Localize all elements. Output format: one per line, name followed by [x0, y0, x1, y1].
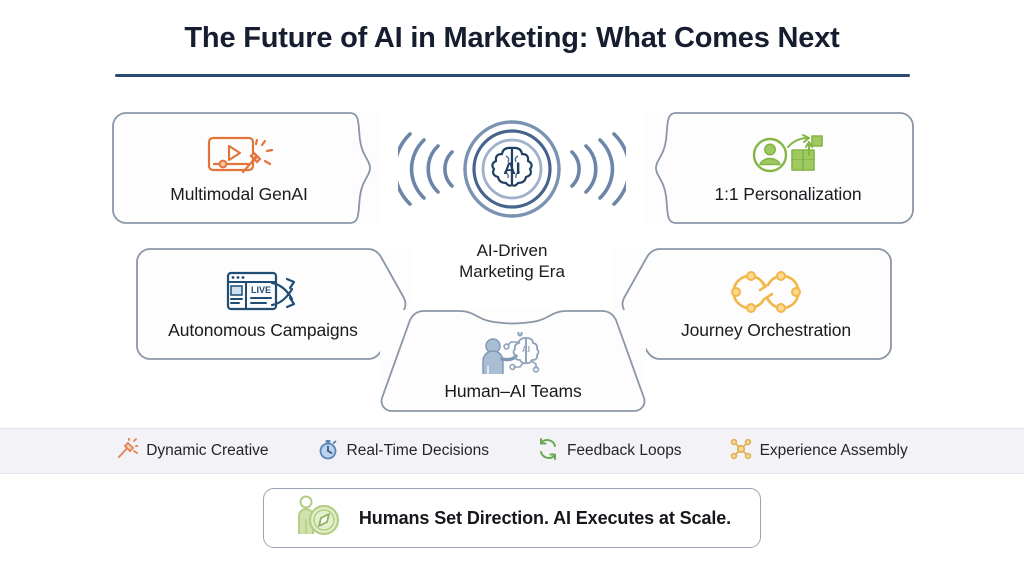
hub-label-line2: Marketing Era	[459, 262, 565, 281]
live-browser-shuffle-icon: LIVE	[224, 267, 302, 320]
infinity-cycle-nodes-icon	[720, 267, 812, 320]
card-label: Human–AI Teams	[444, 381, 582, 401]
strip-item-experience-assembly[interactable]: Experience Assembly	[730, 438, 908, 465]
card-label: Autonomous Campaigns	[168, 320, 358, 340]
card-human-ai-teams[interactable]: AI Human–AI Teams	[380, 310, 646, 412]
node-network-icon	[730, 438, 752, 465]
card-multimodal-genai[interactable]: Multimodal GenAI	[112, 112, 380, 224]
card-personalization[interactable]: 1:1 Personalization	[646, 112, 914, 224]
card-shape	[380, 310, 646, 412]
card-label: Journey Orchestration	[680, 320, 852, 340]
stopwatch-icon	[317, 438, 339, 465]
svg-text:AI: AI	[522, 345, 530, 354]
strip-label: Experience Assembly	[759, 442, 908, 459]
capabilities-strip: Dynamic Creative Real-Time Decisions	[0, 428, 1024, 474]
strip-item-dynamic-creative[interactable]: Dynamic Creative	[116, 436, 269, 465]
strip-item-feedback-loops[interactable]: Feedback Loops	[537, 437, 682, 465]
ai-brain-waves-icon: AI	[398, 120, 626, 218]
card-shape	[621, 248, 892, 360]
svg-text:LIVE: LIVE	[251, 285, 271, 295]
center-hub-ai-driven-marketing-era: AI AI-Driven Marketing Era	[398, 104, 626, 290]
card-shape	[136, 248, 407, 360]
magic-wand-icon	[116, 436, 140, 465]
refresh-cycle-icon	[537, 437, 559, 465]
hub-label-line1: AI-Driven	[476, 241, 548, 260]
video-magic-pen-icon	[203, 131, 275, 184]
person-growth-steps-icon	[750, 131, 826, 184]
card-shape	[112, 112, 371, 224]
card-autonomous-campaigns[interactable]: LIVE Autonomous Campaigns	[136, 248, 414, 360]
strip-item-real-time-decisions[interactable]: Real-Time Decisions	[317, 438, 489, 465]
card-label: Multimodal GenAI	[170, 184, 308, 204]
hub-label: AI-Driven Marketing Era	[398, 240, 626, 282]
footer-text: Humans Set Direction. AI Executes at Sca…	[358, 507, 732, 528]
page-title: The Future of AI in Marketing: What Come…	[184, 22, 840, 54]
footer-banner[interactable]: Humans Set Direction. AI Executes at Sca…	[263, 488, 761, 548]
hub-brain-text: AI	[504, 159, 521, 178]
person-compass-icon	[293, 494, 343, 543]
card-journey-orchestration[interactable]: Journey Orchestration	[614, 248, 892, 360]
strip-label: Dynamic Creative	[146, 442, 269, 459]
card-shape	[655, 112, 914, 224]
person-brain-circuit-icon: AI	[476, 330, 550, 381]
strip-label: Real-Time Decisions	[346, 442, 489, 459]
title-divider	[115, 74, 910, 77]
card-label: 1:1 Personalization	[714, 184, 862, 204]
strip-label: Feedback Loops	[566, 442, 682, 459]
